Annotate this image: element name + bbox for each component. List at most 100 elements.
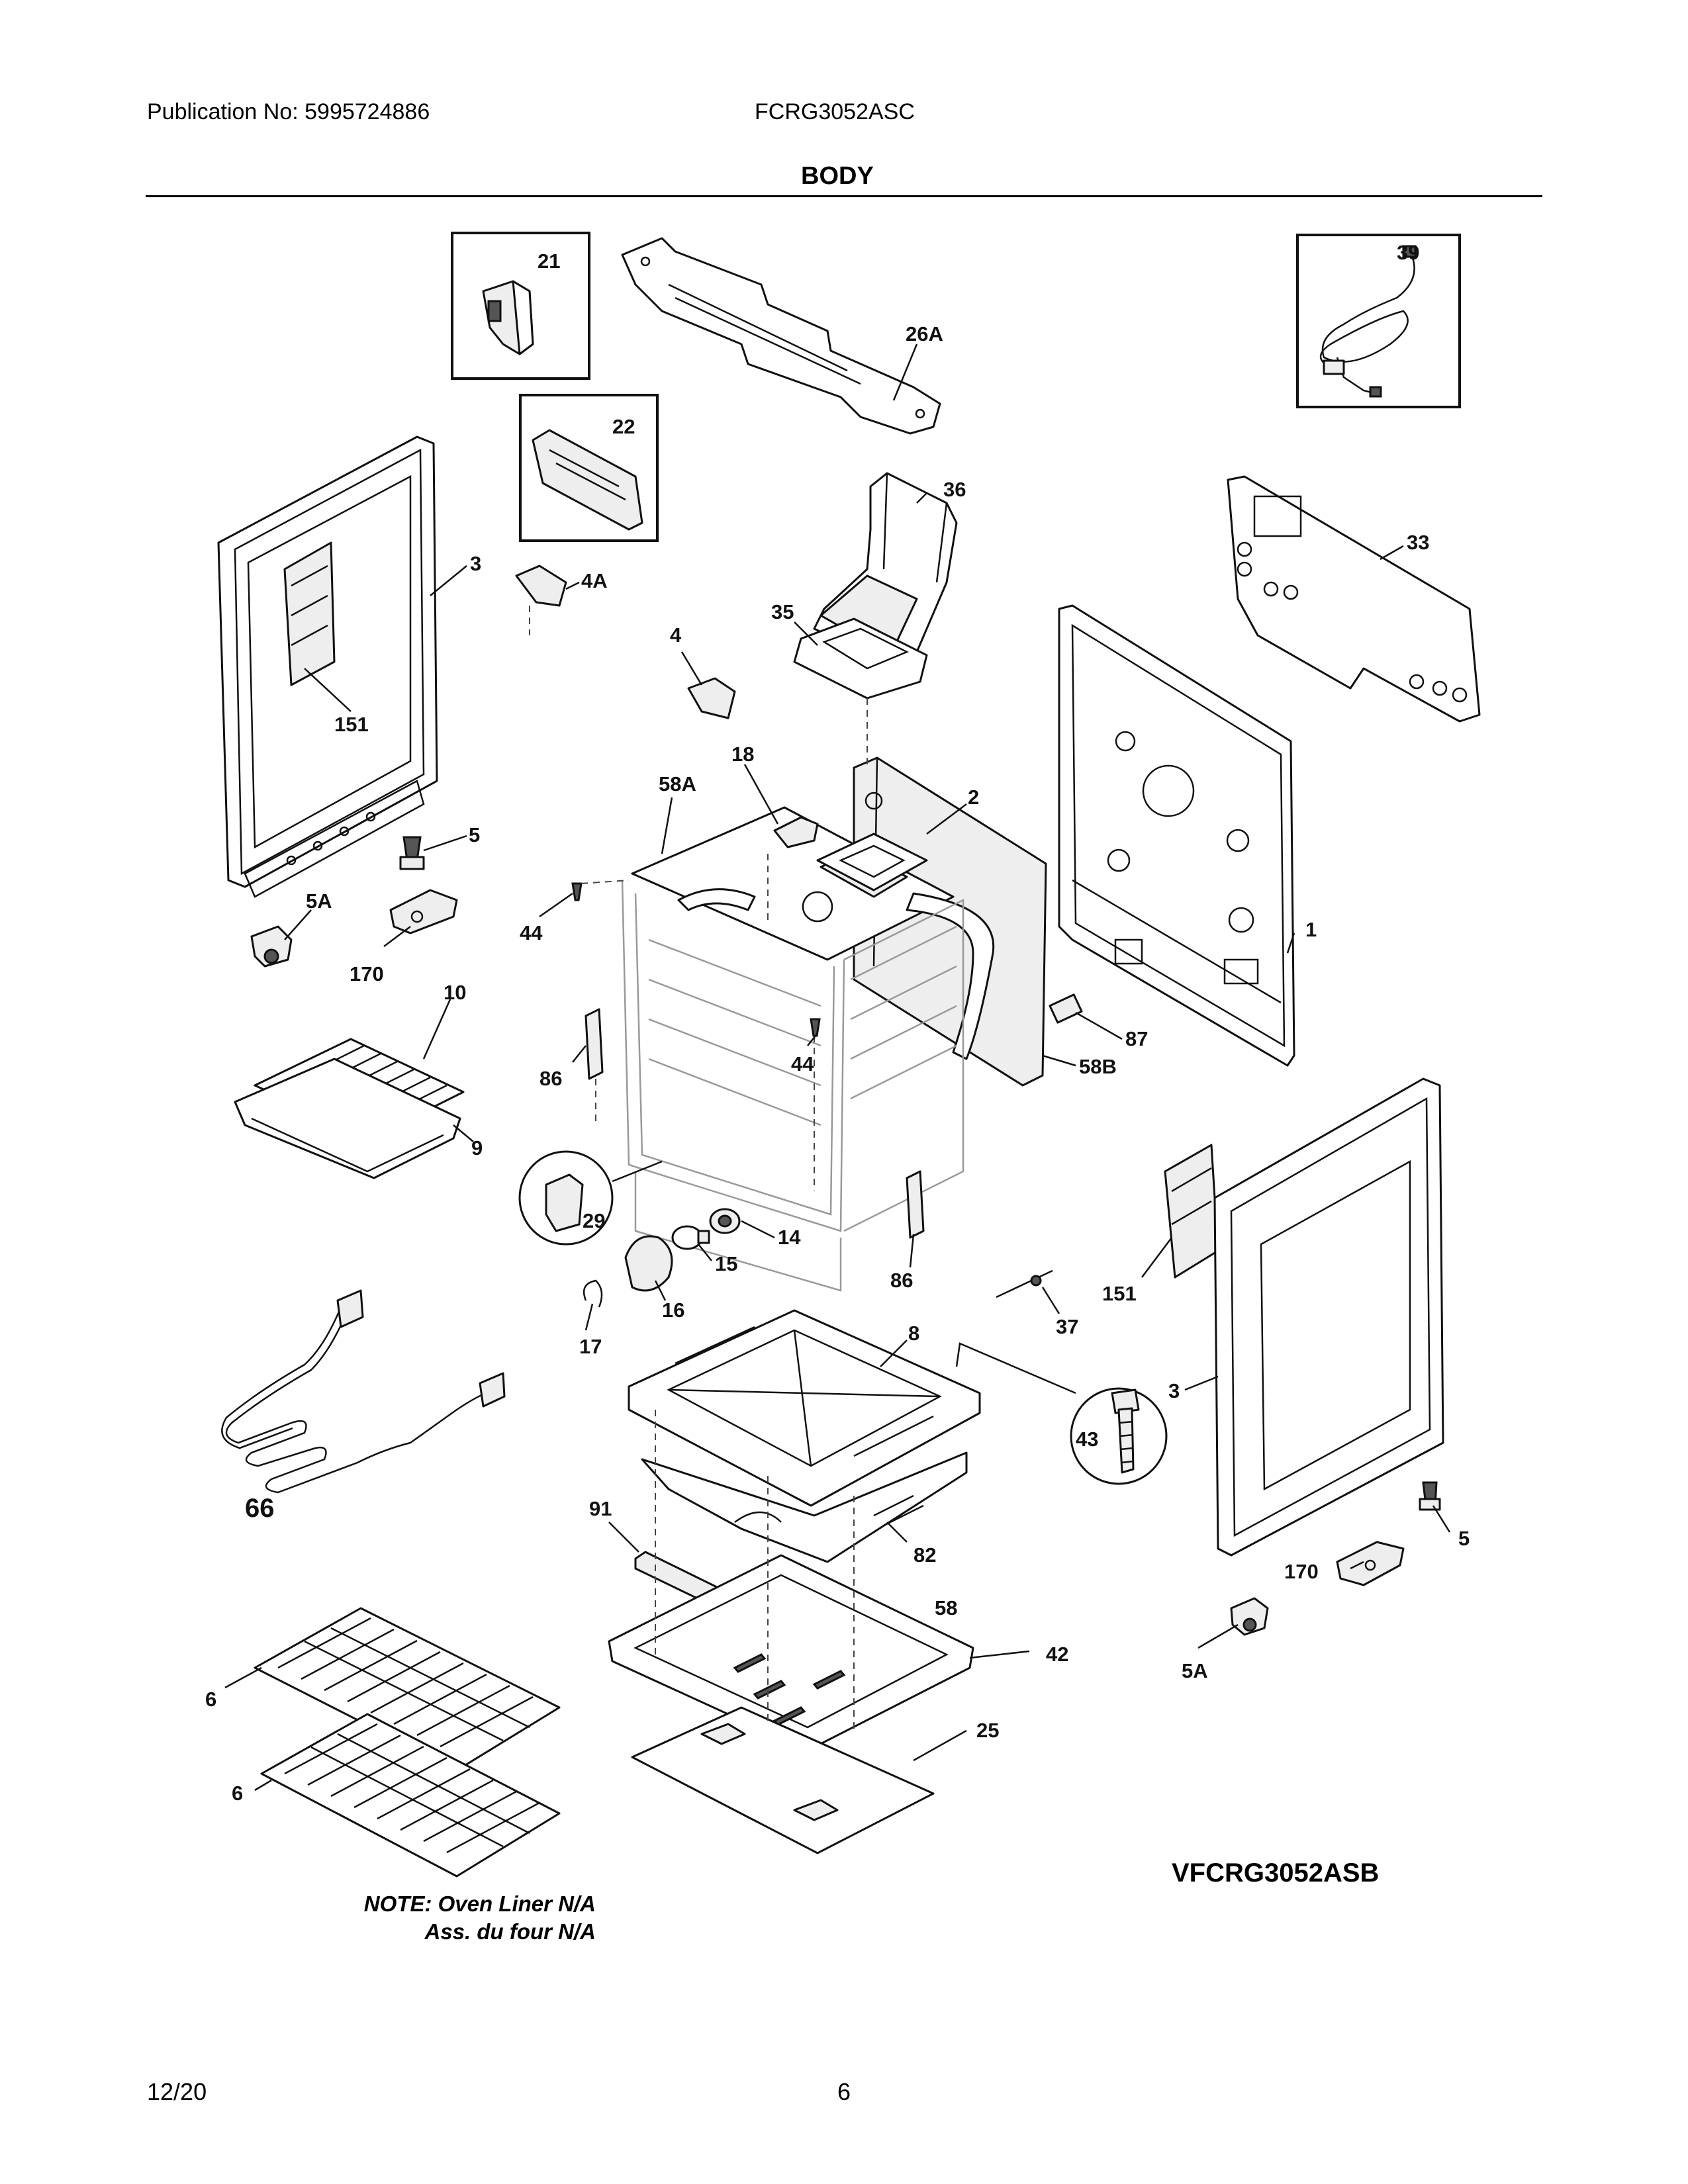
callout-44-left: 44 — [520, 921, 543, 944]
callout-5A-right: 5A — [1182, 1659, 1208, 1682]
callout-3-right: 3 — [1168, 1379, 1180, 1402]
note-line-1: NOTE: Oven Liner N/A — [363, 1891, 596, 1916]
bake-element-66 — [221, 1289, 506, 1494]
callout-58B: 58B — [1079, 1055, 1117, 1078]
wire-clip-17 — [583, 1279, 603, 1308]
callout-8: 8 — [908, 1322, 919, 1345]
callout-3-left: 3 — [470, 552, 481, 575]
callout-17: 17 — [579, 1335, 602, 1358]
callout-6-bottom: 6 — [232, 1782, 243, 1805]
callout-25: 25 — [976, 1719, 999, 1742]
callout-18: 18 — [731, 743, 754, 766]
callout-labels: 21 26A 39 22 36 33 3 4A 35 4 151 18 58A … — [205, 241, 1470, 1805]
callout-86-mid: 86 — [890, 1269, 913, 1292]
bottom-plate-25 — [631, 1706, 935, 1854]
leveling-leg-5-right — [1419, 1481, 1441, 1511]
inset-circle-29 — [518, 1150, 614, 1246]
side-panel-right-3 — [1213, 1077, 1444, 1557]
back-panel-33 — [1227, 475, 1481, 723]
oven-liner-note: NOTE: Oven Liner N/A Ass. du four N/A — [291, 1890, 596, 1946]
clip-4A — [515, 565, 567, 607]
callout-16: 16 — [662, 1298, 684, 1322]
rear-frame-1 — [1058, 604, 1295, 1067]
callout-82: 82 — [914, 1543, 936, 1567]
top-bracket-26A — [621, 237, 941, 435]
callout-6-top: 6 — [205, 1688, 216, 1711]
screw-inset-43 — [1070, 1387, 1168, 1485]
broiler-pan-9 — [234, 1058, 461, 1179]
screw-44-mid — [810, 1018, 821, 1037]
callout-58A: 58A — [659, 772, 696, 796]
callout-36: 36 — [943, 478, 966, 501]
lamp-bulb-15 — [671, 1225, 710, 1250]
leader-lines — [224, 343, 1451, 1792]
callout-151-left: 151 — [334, 713, 369, 736]
terminal-block-87 — [1049, 993, 1083, 1024]
oven-rack-6-top — [254, 1607, 561, 1772]
leveling-leg-5-left — [399, 836, 425, 870]
side-panel-left-3 — [217, 435, 438, 898]
hinge-bracket-86-left — [585, 1008, 604, 1080]
callout-15: 15 — [715, 1252, 737, 1275]
model-variant: VFCRG3052ASB — [1172, 1858, 1380, 1888]
callout-10: 10 — [444, 981, 466, 1004]
callout-66: 66 — [245, 1494, 275, 1523]
lamp-socket-14 — [709, 1208, 741, 1234]
hinge-bracket-86-mid — [906, 1170, 925, 1239]
callout-4: 4 — [670, 623, 682, 647]
leveler-bracket-170-left — [389, 889, 458, 934]
callout-14: 14 — [778, 1226, 801, 1249]
callout-5-left: 5 — [469, 823, 480, 846]
callout-37: 37 — [1056, 1315, 1078, 1338]
vent-gasket-35 — [793, 617, 928, 700]
chassis-bottom-42 — [608, 1554, 974, 1752]
model-number: FCRG3052ASC — [755, 99, 915, 124]
callout-86-left: 86 — [539, 1067, 562, 1090]
callout-44-mid: 44 — [791, 1052, 814, 1075]
leg-bracket-5A-right — [1230, 1597, 1269, 1636]
oven-liner-ghost — [621, 880, 964, 1292]
callout-29: 29 — [583, 1209, 605, 1232]
inset-box-39 — [1296, 234, 1461, 408]
leg-bracket-5A-left — [250, 925, 293, 968]
callout-4A: 4A — [581, 569, 608, 592]
section-title: BODY — [801, 162, 874, 190]
callout-22: 22 — [612, 415, 635, 438]
callout-87: 87 — [1125, 1027, 1148, 1050]
lamp-lens-16 — [624, 1235, 673, 1292]
inset-box-21 — [451, 232, 590, 380]
clip-4 — [687, 677, 736, 719]
leveler-bracket-170-right — [1336, 1541, 1405, 1586]
callout-26A: 26A — [906, 322, 943, 345]
callout-1: 1 — [1305, 918, 1317, 941]
wire-37 — [996, 1269, 1053, 1298]
callout-21: 21 — [538, 250, 560, 273]
callout-91: 91 — [589, 1497, 612, 1520]
oven-bottom-8 — [628, 1309, 981, 1507]
callout-9: 9 — [471, 1136, 483, 1160]
header-divider — [146, 195, 1542, 197]
oven-rack-6-bottom — [260, 1713, 561, 1878]
callout-5A-left: 5A — [306, 889, 332, 913]
callout-170-right: 170 — [1284, 1560, 1319, 1583]
callout-43: 43 — [1076, 1428, 1098, 1451]
vent-duct-36 — [813, 472, 958, 666]
cover-plate-2 — [816, 833, 928, 891]
callout-5-right: 5 — [1458, 1527, 1470, 1550]
callout-170-left: 170 — [350, 962, 384, 985]
publication-number: Publication No: 5995724886 — [147, 99, 430, 124]
assembly-lines — [529, 606, 868, 1734]
bracket-151-right — [1164, 1144, 1219, 1279]
bracket-18 — [773, 816, 819, 848]
inset-box-22 — [519, 394, 659, 542]
callout-35: 35 — [771, 600, 794, 623]
footer-page-number: 6 — [837, 2078, 851, 2105]
callout-42: 42 — [1046, 1643, 1068, 1666]
callout-2: 2 — [968, 786, 979, 809]
screw-44-left — [571, 882, 583, 901]
callout-33: 33 — [1407, 531, 1429, 554]
heat-shield-82 — [641, 1451, 968, 1563]
note-line-2: Ass. du four N/A — [424, 1919, 596, 1944]
callout-58: 58 — [935, 1596, 957, 1619]
